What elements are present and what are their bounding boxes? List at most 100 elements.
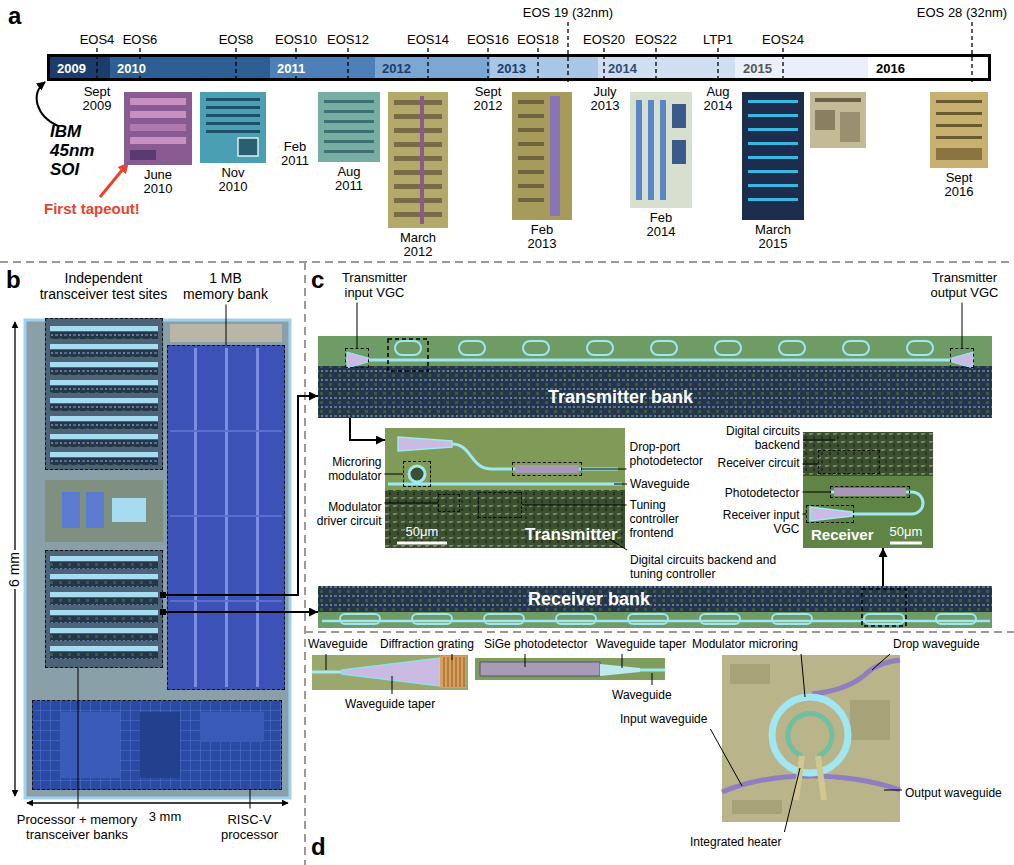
annotation-label: Sept 2009 — [74, 85, 120, 113]
label-slot: Waveguide — [308, 637, 378, 651]
label-slot: 50μm — [397, 524, 447, 539]
node-label: Receiver bank — [528, 589, 650, 610]
node-label: Modulator driver circuit — [306, 500, 382, 528]
grating-coupler-image — [342, 658, 440, 686]
chip-die — [45, 480, 163, 542]
annotation-label: 50μm — [886, 524, 926, 539]
transmitter-bank-image — [952, 352, 973, 368]
chip-photo — [672, 140, 686, 164]
year-band: 2014 — [598, 56, 735, 79]
label-slot: Integrated heater — [690, 835, 810, 849]
annotation-label: EOS16 — [458, 32, 518, 47]
node-label: Microring modulator — [306, 455, 382, 483]
photodetector-image — [475, 658, 665, 680]
chip-photo — [748, 128, 798, 131]
label-slot: EOS6 — [110, 32, 170, 47]
milestone-tick — [235, 48, 236, 83]
micrograph-panel: Receiver bank — [318, 586, 992, 628]
chip-photo — [130, 150, 156, 160]
annotation-label: EOS4 — [67, 32, 127, 47]
annotation-label: Digital circuits backend and tuning cont… — [630, 553, 802, 581]
photodetector-image — [475, 658, 665, 680]
transmitter-bank-image — [346, 359, 974, 362]
annotation-label: Diffraction grating — [380, 637, 480, 651]
milestone-tick — [655, 48, 656, 83]
chip-die — [50, 404, 158, 411]
chip-photo — [748, 198, 798, 201]
node-label: 2011 — [275, 61, 307, 76]
transmitter-bank-image — [395, 341, 421, 355]
label-slot: Aug 2011 — [326, 165, 372, 193]
chip-photo — [512, 92, 572, 220]
annotation-label: 6 mm — [6, 550, 23, 589]
label-slot: SiGe photodetector — [484, 637, 594, 651]
annotation-label: 50μm — [397, 524, 447, 539]
year-band-fill — [735, 56, 868, 79]
chip-die — [50, 326, 158, 331]
label-slot: Aug 2014 — [695, 85, 741, 113]
year-band-fill — [375, 56, 490, 79]
panel-letter: d — [311, 833, 341, 861]
leader-line — [801, 654, 805, 697]
receiver-bank-image — [340, 614, 380, 624]
dimension-line — [15, 322, 288, 803]
label-slot: IBM 45nm SOI — [50, 122, 110, 179]
dashed-region: Photodetector — [830, 486, 910, 498]
annotation-label: Sept 2012 — [465, 85, 511, 113]
chip-photo — [518, 128, 544, 132]
label-slot: Sept 2016 — [936, 171, 982, 199]
node-label: 2014 — [606, 61, 639, 76]
chip-photo — [394, 156, 442, 161]
annotation-label: 3 mm — [140, 809, 190, 824]
receiver-bank-image — [864, 614, 904, 624]
annotation-label: First tapeout! — [44, 200, 174, 218]
label-slot: Waveguide taper — [345, 697, 455, 711]
chip-die — [50, 434, 158, 439]
receiver-bank-image — [936, 614, 976, 624]
chip-photo — [636, 100, 642, 200]
chip-die — [50, 440, 158, 447]
chip-photo — [648, 100, 654, 200]
chip-die — [50, 562, 158, 569]
receiver-bank-image — [412, 614, 452, 624]
chip-photo — [394, 170, 442, 175]
chip-photo — [130, 124, 186, 131]
microring-image — [722, 776, 900, 792]
node-label: 1 MB memory bank — [183, 270, 269, 302]
node-label: Independent transceiver test sites — [34, 270, 174, 302]
chip-die — [25, 320, 290, 798]
annotation-label: March 2012 — [393, 231, 443, 259]
chip-photo — [518, 184, 544, 188]
panel-letter: a — [8, 2, 38, 30]
label-slot: EOS4 — [67, 32, 127, 47]
annotation-label: Digital circuits backend — [716, 424, 800, 452]
panel-separator — [0, 262, 1014, 865]
node-label: Photodetector — [716, 486, 800, 500]
label-slot: Digital circuits backend and tuning cont… — [630, 553, 802, 581]
grating-coupler-image — [312, 655, 468, 690]
year-band-fill — [868, 56, 988, 79]
origin-arrow — [37, 82, 58, 126]
chip-photo — [660, 100, 666, 200]
leader-line — [784, 768, 800, 832]
chip-photo — [394, 128, 442, 133]
chip-die — [170, 600, 282, 602]
transmitter-micrograph — [385, 490, 625, 548]
label-slot: Digital circuits backend — [716, 424, 800, 452]
year-band-fill — [50, 56, 988, 79]
chip-die — [50, 458, 158, 465]
leader-line — [803, 492, 831, 493]
microring-image — [772, 697, 848, 773]
receiver-micrograph — [834, 488, 906, 496]
annotation-label: Waveguide — [612, 688, 682, 702]
transmitter-micrograph — [515, 465, 579, 473]
annotation-label: Output waveguide — [905, 786, 1010, 800]
chip-die — [32, 700, 282, 790]
microring-image — [850, 700, 890, 740]
chip-photo — [206, 114, 260, 117]
grating-coupler-image — [444, 657, 464, 687]
chip-die — [170, 430, 282, 432]
label-slot: 3 mm — [140, 809, 190, 824]
receiver-bank-image — [772, 614, 812, 624]
leader-line — [884, 790, 902, 791]
